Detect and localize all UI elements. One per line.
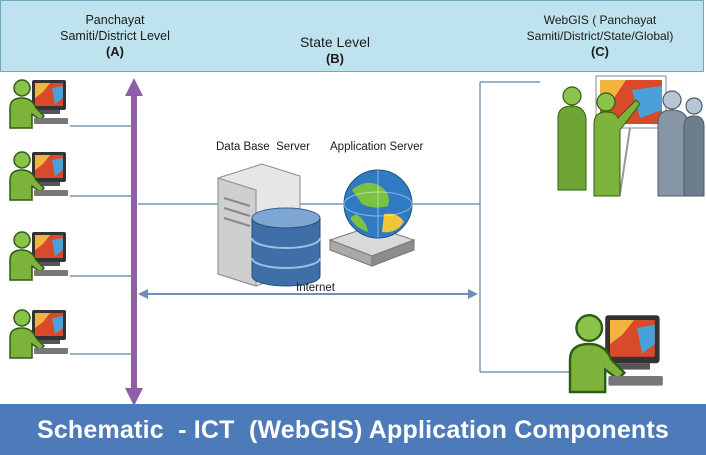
database-server-label: Data Base Server (216, 141, 310, 153)
footer-band: Schematic - ICT (WebGIS) Application Com… (0, 404, 706, 455)
user-workstation-icon (9, 151, 69, 201)
user-workstation-icon (9, 231, 69, 281)
user-workstation-icon (568, 314, 664, 394)
column-c-line1: WebGIS ( Panchayat (543, 13, 657, 27)
internet-double-arrow (138, 289, 478, 299)
column-b-letter: (B) (325, 51, 345, 66)
user-workstation-icon (9, 309, 69, 359)
vertical-double-arrow (125, 78, 143, 406)
user-workstation-icon (9, 79, 69, 129)
footer-title: Schematic - ICT (WebGIS) Application Com… (36, 416, 670, 444)
column-c-heading: WebGIS ( Panchayat Samiti/District/State… (500, 12, 700, 60)
connector-lines (70, 81, 580, 373)
column-b-heading: State Level (B) (260, 34, 410, 67)
column-c-letter: (C) (590, 44, 610, 59)
column-a-heading: Panchayat Samiti/District Level (A) (40, 12, 190, 60)
column-a-letter: (A) (105, 44, 125, 59)
header-band (0, 0, 704, 72)
application-server-label: Application Server (330, 141, 424, 153)
column-a-line2: Samiti/District Level (60, 29, 170, 43)
column-b-line1: State Level (299, 34, 371, 50)
column-a-line1: Panchayat (85, 13, 145, 27)
internet-label: Internet (296, 282, 335, 294)
application-server-icon (328, 169, 416, 267)
webgis-presentation-icon (557, 75, 705, 197)
database-server-icon (217, 163, 321, 287)
column-c-line2: Samiti/District/State/Global) (526, 29, 674, 43)
